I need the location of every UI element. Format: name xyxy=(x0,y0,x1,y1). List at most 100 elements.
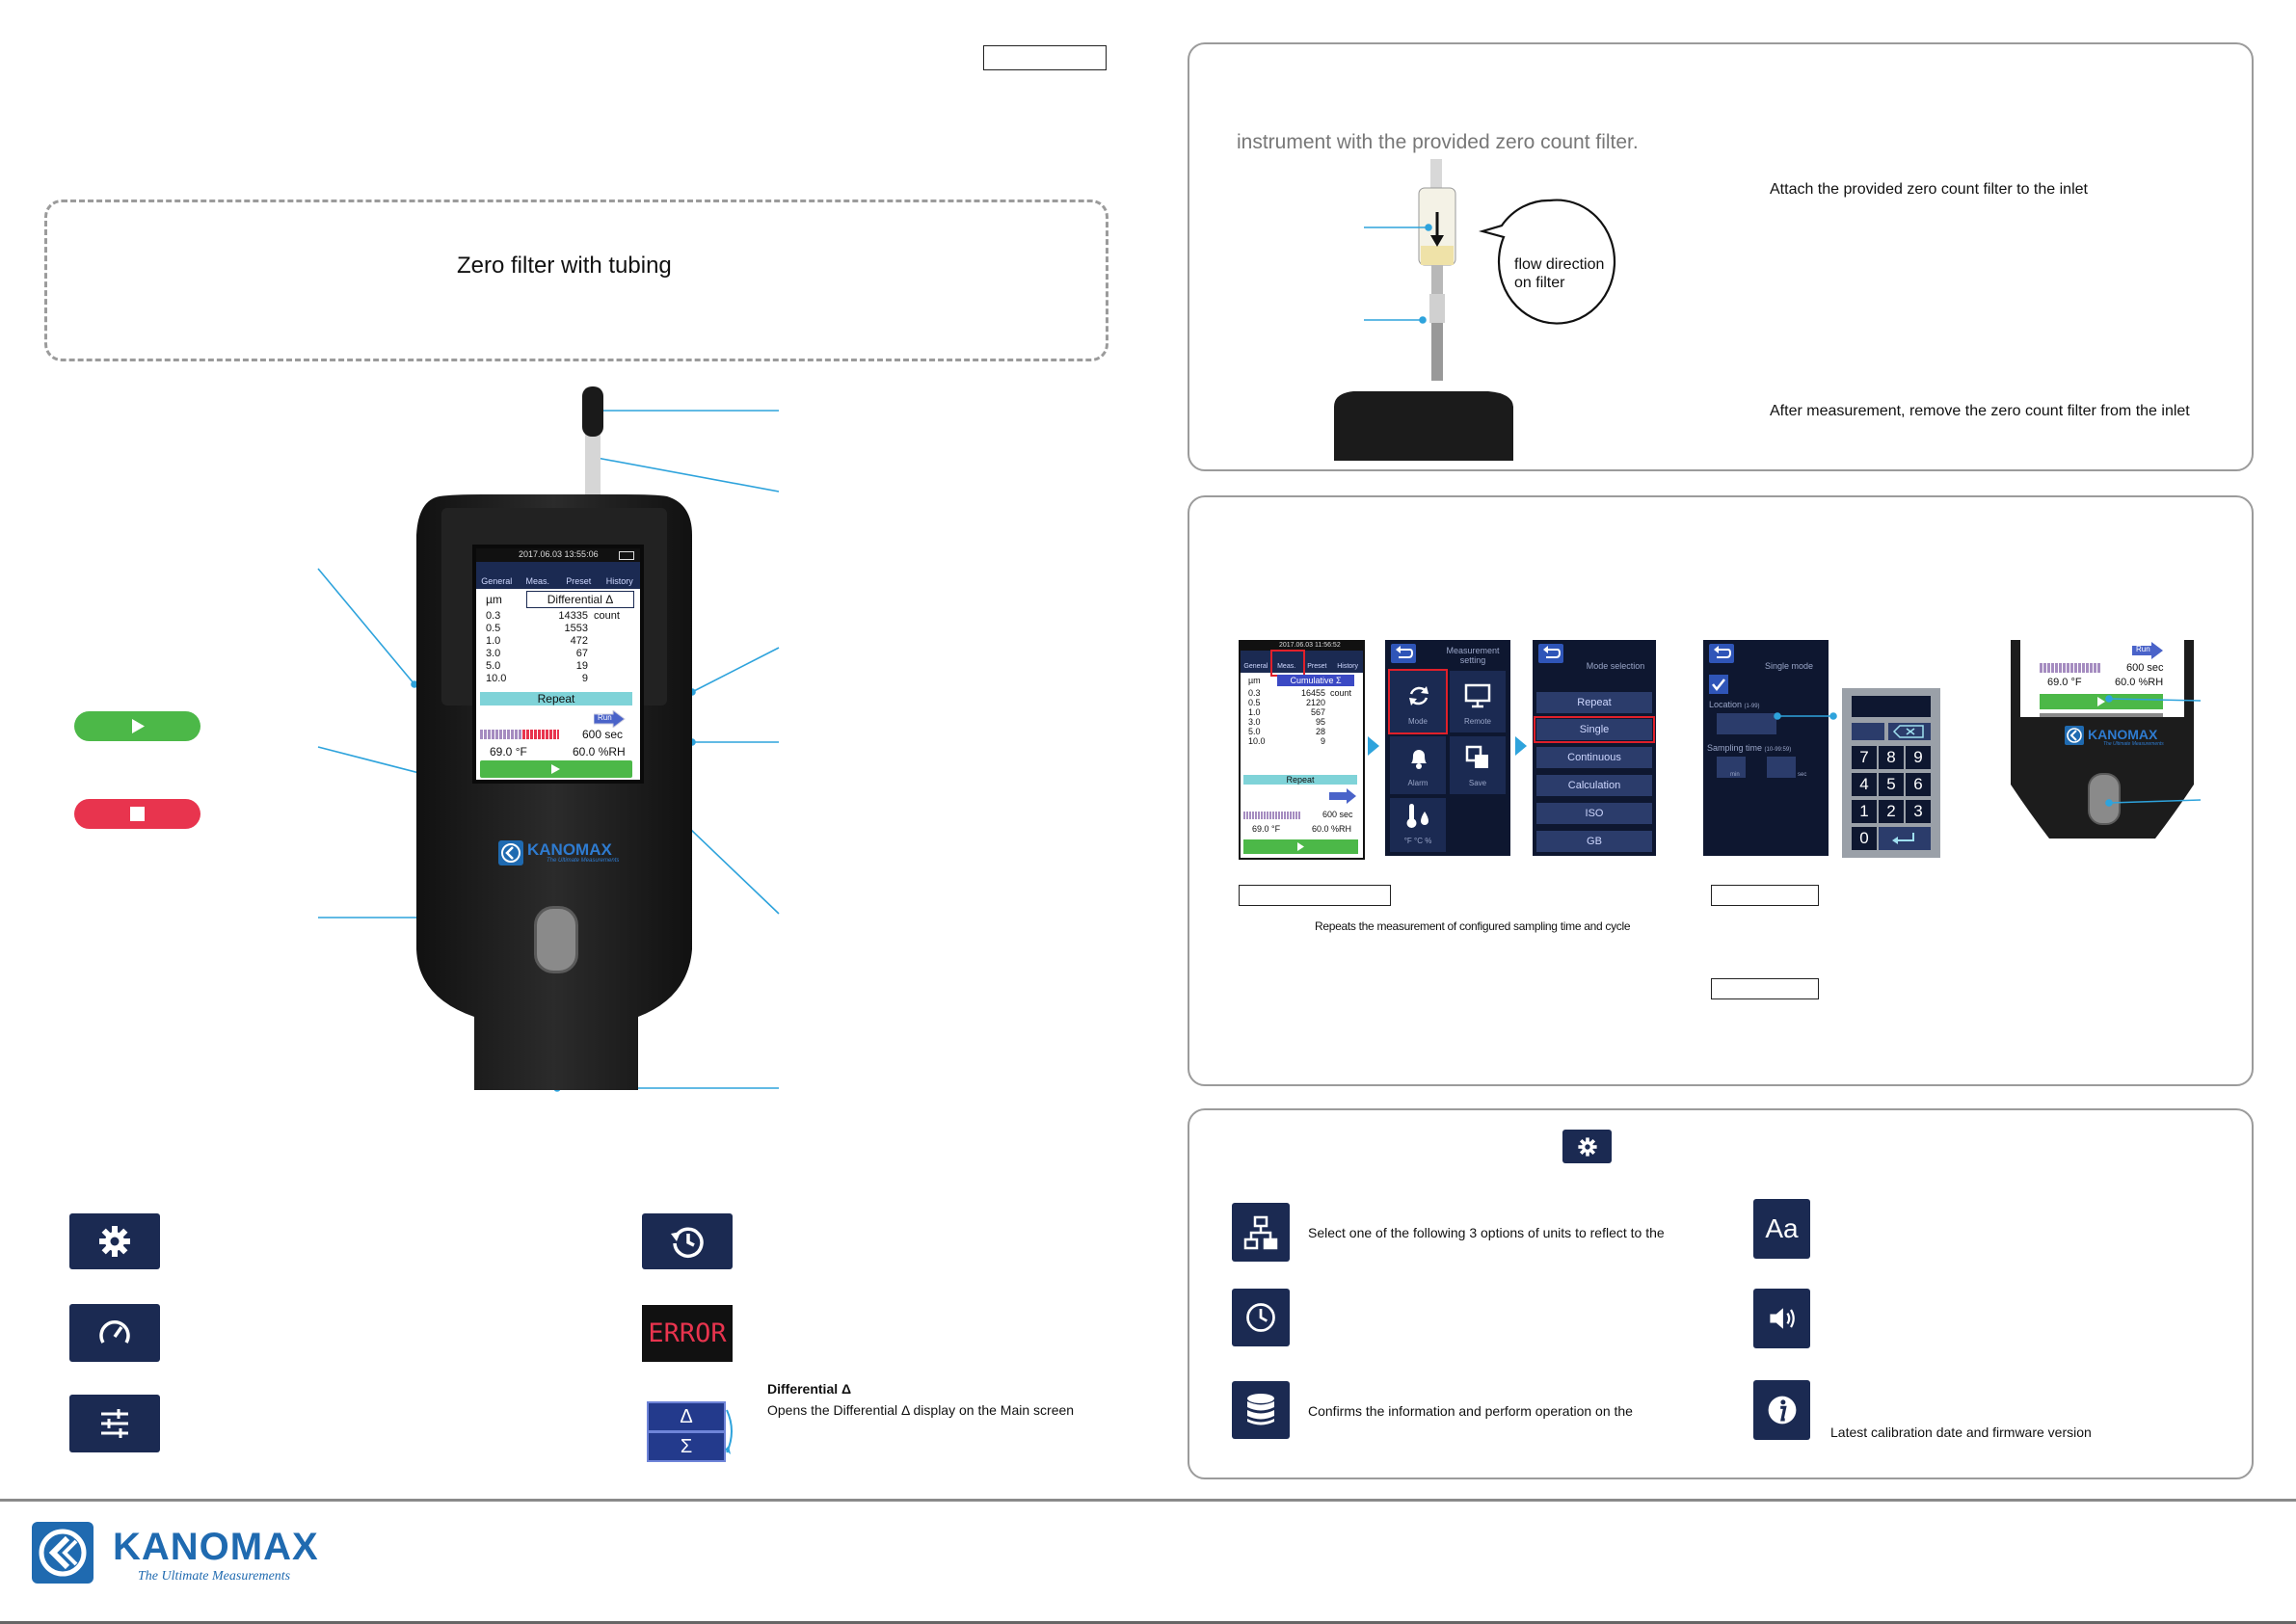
mode-tile[interactable]: Mode xyxy=(1390,671,1446,732)
run-arrow[interactable]: Run xyxy=(593,709,626,729)
flow-direction-bubble xyxy=(1479,199,1616,325)
filter-callouts xyxy=(1364,224,1432,324)
closeup-power-button[interactable] xyxy=(2088,773,2121,825)
clock-icon xyxy=(1232,1289,1290,1346)
progress-bar xyxy=(480,730,559,739)
backspace-key[interactable] xyxy=(1888,723,1931,740)
run-arrow[interactable] xyxy=(1329,788,1358,804)
back-icon[interactable] xyxy=(1538,644,1563,663)
key-4[interactable]: 4 xyxy=(1852,773,1877,796)
general-gear-icon xyxy=(1562,1130,1612,1163)
kanomax-logo-icon xyxy=(32,1522,93,1584)
mode-option-calculation[interactable]: Calculation xyxy=(1536,775,1652,796)
monitor-icon xyxy=(1464,683,1491,708)
mode-bar[interactable]: Repeat xyxy=(480,692,632,706)
key-1[interactable]: 1 xyxy=(1852,800,1877,823)
screen1-start-button[interactable] xyxy=(1243,839,1358,854)
screen-start-button[interactable] xyxy=(480,760,632,778)
key-7[interactable]: 7 xyxy=(1852,746,1877,769)
tab-preset[interactable]: Preset xyxy=(1307,663,1327,670)
units-description: Select one of the following 3 options of… xyxy=(1308,1225,1665,1240)
mode-option-repeat[interactable]: Repeat xyxy=(1536,692,1652,713)
flow-bubble-line1: flow direction xyxy=(1514,256,1605,273)
tab-meas[interactable]: Meas. xyxy=(1277,663,1296,670)
tab-history[interactable]: History xyxy=(605,576,633,586)
closeup-start-button[interactable] xyxy=(2040,694,2163,709)
key-9[interactable]: 9 xyxy=(1906,746,1931,769)
differential-desc: Opens the Differential Δ display on the … xyxy=(767,1402,1075,1418)
zero-filter-photo xyxy=(1334,154,1527,461)
seconds-input[interactable] xyxy=(1767,757,1796,778)
units-tile[interactable]: °F °C % xyxy=(1390,798,1446,852)
mode-option-continuous[interactable]: Continuous xyxy=(1536,747,1652,768)
info-description: Latest calibration date and firmware ver… xyxy=(1830,1424,2092,1440)
minutes-input[interactable] xyxy=(1717,757,1746,778)
general-icon xyxy=(69,1213,160,1269)
zero-count-step2: After measurement, remove the zero count… xyxy=(1770,403,2190,419)
page-bottom-line xyxy=(0,1621,2296,1624)
volume-icon xyxy=(1753,1289,1810,1348)
stop-button-indicator xyxy=(74,799,200,829)
device-logo: KANOMAX The Ultimate Measurements xyxy=(498,839,633,869)
bell-icon xyxy=(1411,750,1427,769)
remote-tile[interactable]: Remote xyxy=(1450,671,1506,732)
location-input[interactable] xyxy=(1717,713,1776,734)
key-6[interactable]: 6 xyxy=(1906,773,1931,796)
cumulative-button[interactable]: Cumulative Σ xyxy=(1277,675,1354,686)
zero-filter-label: Zero filter with tubing xyxy=(457,253,672,279)
tab-general[interactable]: General xyxy=(1243,663,1268,670)
mode-option-gb[interactable]: GB xyxy=(1536,831,1652,852)
zero-count-step1: Attach the provided zero count filter to… xyxy=(1770,181,2088,198)
error-indicator: ERROR xyxy=(642,1305,733,1362)
run-arrow[interactable] xyxy=(2132,642,2165,659)
preset-sliders-icon xyxy=(69,1395,160,1452)
esc-key[interactable] xyxy=(1852,723,1884,740)
back-icon[interactable] xyxy=(1391,644,1416,663)
screen1-mode-bar[interactable]: Repeat xyxy=(1243,775,1357,785)
data-description: Confirms the information and perform ope… xyxy=(1308,1403,1633,1419)
history-icon xyxy=(642,1213,733,1269)
key-3[interactable]: 3 xyxy=(1906,800,1931,823)
device-power-button[interactable] xyxy=(534,906,578,973)
unit-header: µm xyxy=(486,593,502,606)
alarm-tile[interactable]: Alarm xyxy=(1390,736,1446,794)
tab-general[interactable]: General xyxy=(481,576,513,586)
location-callout xyxy=(1774,712,1837,720)
save-copy-icon xyxy=(1465,745,1488,768)
checkbox-icon[interactable] xyxy=(1709,675,1728,694)
sigma-toggle-button: Σ xyxy=(647,1431,726,1462)
time-readout: 600 sec xyxy=(582,728,624,741)
mode-option-iso[interactable]: ISO xyxy=(1536,803,1652,824)
key-5[interactable]: 5 xyxy=(1879,773,1904,796)
mode-option-single[interactable]: Single xyxy=(1536,719,1652,740)
back-icon[interactable] xyxy=(1709,644,1734,663)
blank-label-box xyxy=(1239,885,1391,906)
save-tile[interactable]: Save xyxy=(1450,736,1506,794)
toggle-arrow-icon xyxy=(725,1409,733,1454)
blank-label-box xyxy=(1711,978,1819,999)
key-8[interactable]: 8 xyxy=(1879,746,1904,769)
key-0[interactable]: 0 xyxy=(1852,827,1877,850)
delta-toggle-button: Δ xyxy=(647,1401,726,1432)
mode-screen-4: Single mode Location (1-99) Sampling tim… xyxy=(1703,640,1829,856)
particle-counter-device: 2017.06.03 13:55:06 General Meas. Preset… xyxy=(414,381,692,1094)
repeat-description: Repeats the measurement of configured sa… xyxy=(1315,919,1631,933)
tab-meas[interactable]: Meas. xyxy=(525,576,549,586)
tab-preset[interactable]: Preset xyxy=(566,576,592,586)
device-screen: 2017.06.03 13:55:06 General Meas. Preset… xyxy=(472,545,644,784)
tab-history[interactable]: History xyxy=(1337,663,1359,670)
play-icon xyxy=(551,764,560,774)
enter-key[interactable] xyxy=(1879,827,1931,850)
display-mode-button[interactable]: Differential Δ xyxy=(526,591,634,608)
key-2[interactable]: 2 xyxy=(1879,800,1904,823)
play-icon xyxy=(2097,697,2105,706)
